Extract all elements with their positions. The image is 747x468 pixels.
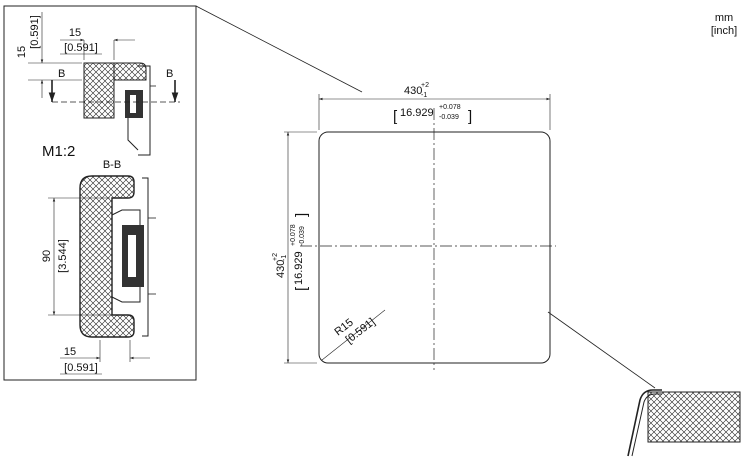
bracket-open-v: [ — [293, 286, 310, 291]
top-width-mm: 15 — [69, 27, 81, 39]
edge-hatch-block — [647, 391, 741, 443]
profile-height-mm: 90 — [41, 250, 53, 262]
cutout-height-mm: 430 — [275, 260, 287, 278]
cutout-width-in-tol-upper: +0.078 — [439, 104, 461, 111]
scale-label: M1:2 — [42, 143, 75, 160]
units-inch: [inch] — [711, 25, 737, 37]
cutout-width-in-tol-lower: -0.039 — [439, 114, 459, 121]
top-section: B B 15 [0.591] 15 [0.591] — [16, 12, 180, 156]
top-width-in: [0.591] — [64, 42, 98, 54]
cutout-height-tol-lower: -1 — [281, 255, 288, 261]
bb-profile-hatch — [79, 175, 135, 338]
bottom-width-mm: 15 — [64, 346, 76, 358]
cutout-view: 430 +2 -1 [ 16.929 +0.078 -0.039 ] 430 +… — [272, 82, 656, 389]
bracket-open: [ — [393, 108, 398, 125]
cut-marker-left: B — [58, 68, 65, 80]
detail-leader-top — [195, 5, 363, 93]
cutout-width-tol-lower: -1 — [421, 92, 427, 99]
radius-leader — [321, 309, 386, 361]
bracket-close-v: ] — [293, 213, 310, 217]
cutout-width-mm: 430 — [404, 85, 422, 97]
top-height-in: [0.591] — [29, 15, 41, 49]
cutout-height-in-tol-lower: -0.039 — [299, 226, 306, 246]
detail-frame — [3, 5, 197, 381]
cutout-height-in: 16.929 — [293, 251, 305, 285]
cutout-height-in-tol-upper: +0.078 — [290, 224, 297, 246]
section-label: B-B — [103, 159, 121, 171]
top-hatch-block — [83, 62, 115, 119]
edge-leader — [547, 311, 656, 389]
bb-profile-section: 90 [3.544] 15 [0.591] — [41, 175, 156, 375]
cutout-height-tol-upper: +2 — [272, 253, 279, 261]
cut-marker-right: B — [166, 68, 173, 80]
top-height-mm: 15 — [16, 46, 28, 58]
edge-detail — [627, 389, 741, 457]
cutout-width-tol-upper: +2 — [421, 82, 429, 89]
units-mm: mm — [715, 12, 733, 24]
bracket-close: ] — [468, 108, 472, 125]
cutout-width-in: 16.929 — [400, 107, 434, 119]
bottom-width-in: [0.591] — [64, 362, 98, 374]
cutout-outline — [318, 131, 551, 364]
profile-height-in: [3.544] — [57, 239, 69, 273]
